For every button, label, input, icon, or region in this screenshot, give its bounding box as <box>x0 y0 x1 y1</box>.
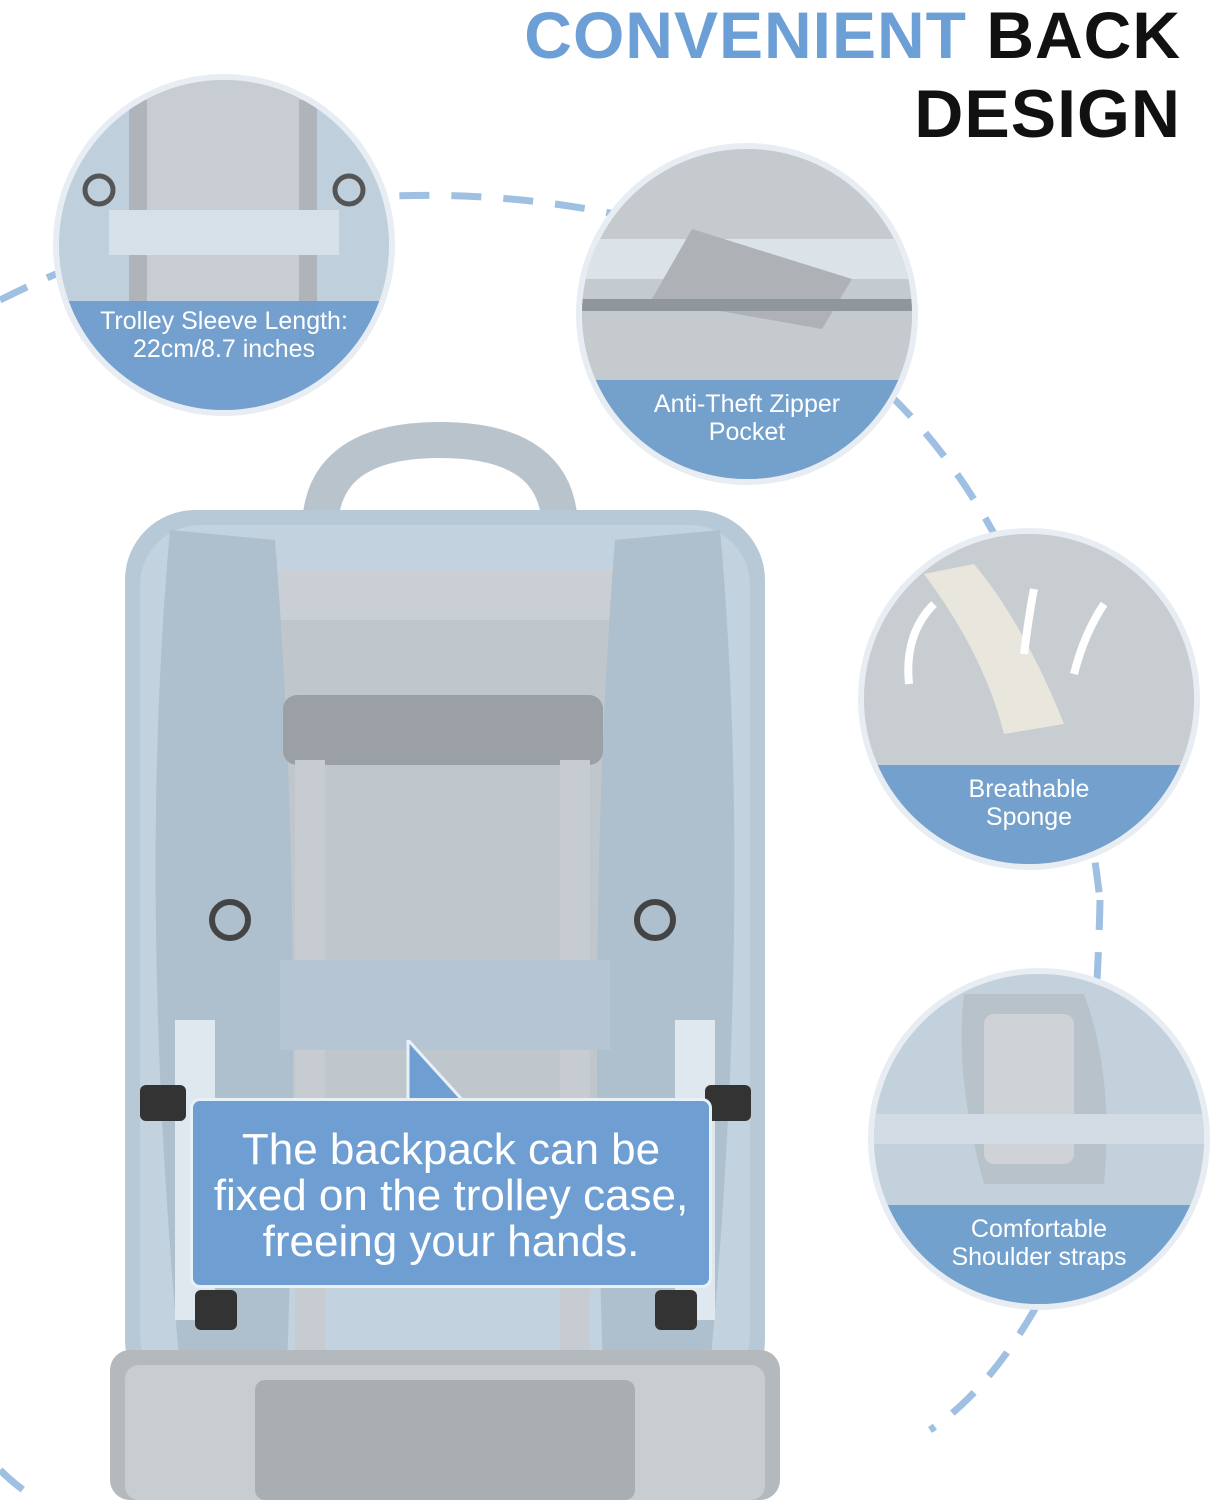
feature-trolley-sleeve: Trolley Sleeve Length: 22cm/8.7 inches <box>53 74 395 416</box>
callout-pointer <box>406 1040 469 1104</box>
feature-label-line2: Shoulder straps <box>951 1243 1127 1271</box>
page-title-line2: DESIGN <box>914 76 1181 152</box>
feature-label-line2: Sponge <box>985 803 1073 831</box>
feature-label-line1: Trolley Sleeve Length: <box>100 307 348 336</box>
feature-label-line1: Comfortable <box>970 1215 1108 1243</box>
callout-line2: fixed on the trolley case, <box>213 1171 689 1220</box>
callout-line1: The backpack can be <box>241 1125 661 1174</box>
feature-shoulder-straps: Comfortable Shoulder straps <box>868 968 1210 1310</box>
trolley-callout: The backpack can be fixed on the trolley… <box>190 1098 712 1288</box>
feature-label: Trolley Sleeve Length: 22cm/8.7 inches <box>59 301 389 410</box>
feature-label: Breathable Sponge <box>864 765 1194 864</box>
backpack-on-trolley-image <box>110 421 780 1500</box>
feature-label-line2: Pocket <box>708 418 786 446</box>
feature-label: Anti-Theft Zipper Pocket <box>582 380 912 479</box>
feature-anti-theft-pocket: Anti-Theft Zipper Pocket <box>576 143 918 485</box>
feature-label-line1: Anti-Theft Zipper <box>653 390 841 418</box>
callout-line3: freeing your hands. <box>262 1217 640 1266</box>
title-highlight: CONVENIENT <box>524 0 967 72</box>
feature-breathable-sponge: Breathable Sponge <box>858 528 1200 870</box>
page-title-line1: CONVENIENT BACK <box>524 2 1181 68</box>
feature-label: Comfortable Shoulder straps <box>874 1205 1204 1304</box>
feature-label-line1: Breathable <box>968 775 1090 803</box>
feature-label-line2: 22cm/8.7 inches <box>132 335 316 364</box>
title-back: BACK <box>986 0 1181 72</box>
